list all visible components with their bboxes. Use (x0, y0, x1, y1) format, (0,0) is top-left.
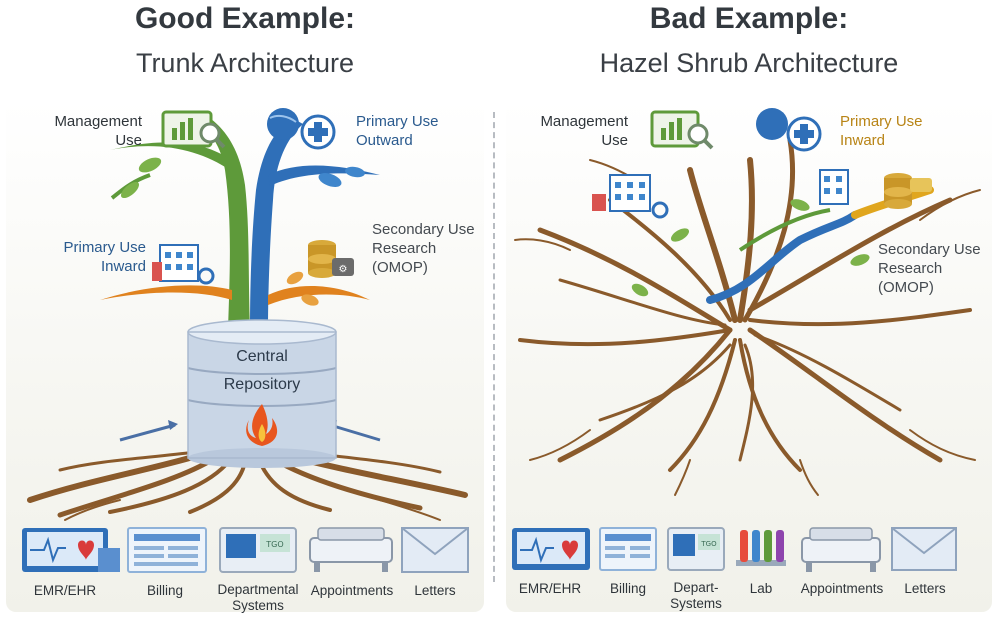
good-label-secondary: Secondary Use Research (OMOP) (372, 221, 475, 276)
tangled-blue-branch (706, 211, 859, 304)
repository-label-line2: Repository (223, 376, 301, 393)
good-source-letters: Letters (414, 583, 456, 598)
branch-orange-right (268, 285, 370, 305)
letter-envelope-icon (891, 527, 957, 571)
bad-source-departmental-line2: Systems (670, 596, 722, 611)
svg-text:TGO: TGO (700, 540, 717, 548)
bad-source-letters: Letters (904, 581, 946, 596)
dashboard-magnifier-icon (650, 110, 714, 150)
good-roots (27, 450, 468, 521)
central-repository (187, 319, 337, 468)
bad-label-secondary: Secondary Use Research (OMOP) (878, 241, 981, 296)
good-source-emr: EMR/EHR (33, 583, 97, 598)
hospital-icon (592, 174, 669, 219)
branch-orange-left (100, 285, 232, 300)
good-source-departmental: Departmental Systems (217, 582, 299, 613)
good-label-management: Management Use (54, 113, 142, 149)
repository-label-line1: Central (236, 348, 288, 365)
bad-source-departmental-line1: Depart- (673, 580, 719, 595)
bad-subheading: Hazel Shrub Architecture (599, 48, 899, 78)
trunk-blue (250, 118, 303, 330)
good-source-billing: Billing (146, 583, 184, 598)
good-source-appointments: Appointments (310, 583, 394, 598)
globe-cross-icon (267, 108, 336, 150)
hospital-icon (819, 169, 849, 205)
bad-source-departmental: Depart- Systems (660, 580, 732, 612)
bad-example-panel: Bad Example: Hazel Shrub Architecture (500, 0, 998, 618)
bad-source-billing: Billing (609, 581, 647, 596)
fire-icon (246, 404, 278, 446)
good-label-primary-inward: Primary Use Inward (63, 239, 146, 275)
lab-tubes-icon (736, 530, 786, 566)
dashboard-magnifier-icon (161, 110, 226, 149)
appointment-bed-icon (801, 527, 881, 572)
bad-source-appointments: Appointments (800, 581, 884, 596)
trunk-diagram: ⚙ (27, 108, 468, 521)
bad-source-lab: Lab (749, 581, 773, 596)
good-label-primary-outward: Primary Use Outward (356, 113, 439, 149)
database-coins-icon (884, 173, 932, 209)
good-heading: Good Example: (134, 2, 356, 35)
bad-label-primary-inward: Primary Use Inward (840, 113, 923, 149)
department-device-icon: TGO (667, 527, 725, 571)
billing-form-icon (599, 527, 657, 571)
shrub-diagram: TGO (512, 108, 981, 572)
globe-cross-icon (756, 108, 822, 152)
bad-source-emr: EMR/EHR (518, 581, 582, 596)
bad-heading: Bad Example: (649, 2, 849, 35)
monitor-heart-icon (512, 528, 590, 570)
hospital-icon (152, 244, 215, 285)
shrub-roots (514, 137, 981, 496)
bad-label-management: Management Use (540, 113, 628, 149)
panel-divider (493, 112, 495, 582)
svg-text:⚙: ⚙ (339, 264, 348, 275)
inflow-arrows (119, 423, 381, 442)
good-example-panel: Good Example: Trunk Architecture (0, 0, 490, 618)
database-coins-icon: ⚙ (308, 240, 354, 278)
trunk-green (185, 112, 250, 330)
good-subheading: Trunk Architecture (135, 48, 355, 78)
